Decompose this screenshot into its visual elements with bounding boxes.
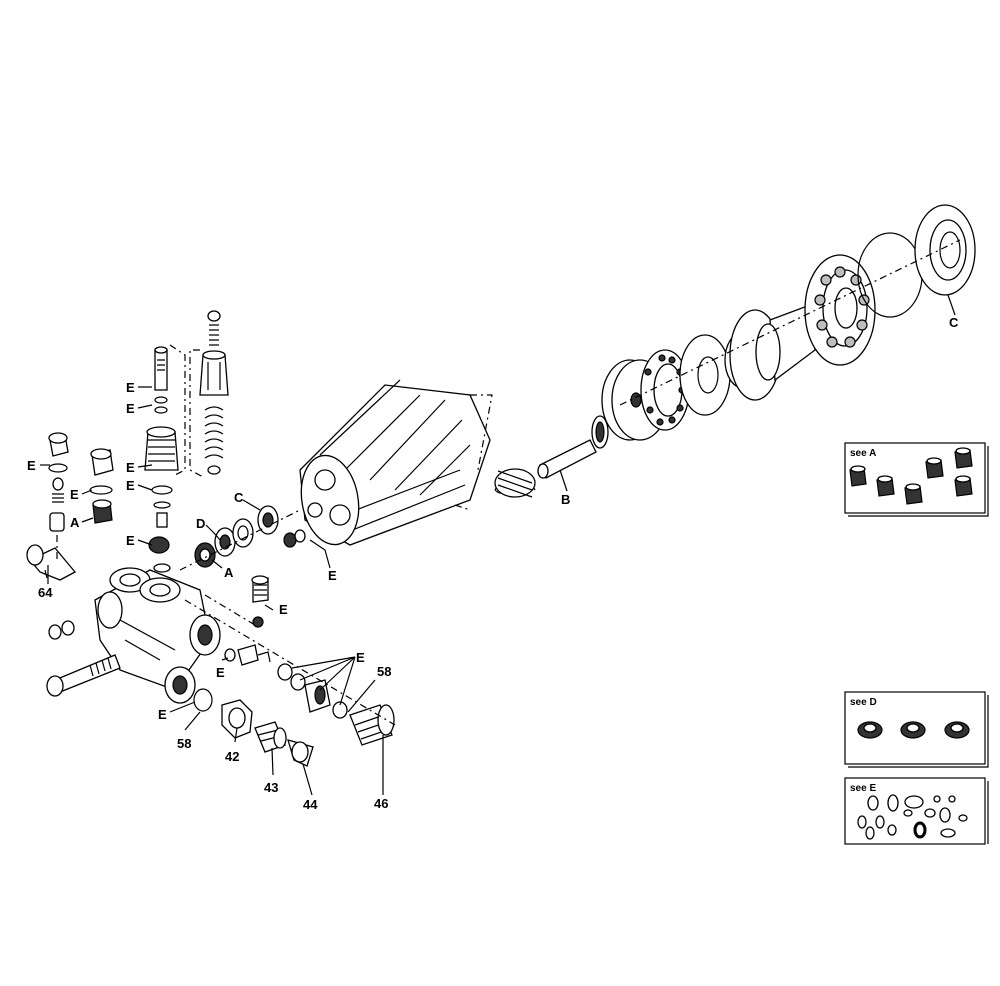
inset-e-orings [857, 794, 968, 840]
callout-e-left-plug: E [70, 487, 79, 502]
crankshaft-assembly [601, 204, 976, 441]
callout-b-plunger: B [561, 492, 570, 507]
inset-e-title: see E [850, 783, 876, 794]
inset-see-d: see D [844, 691, 989, 768]
callout-e-relief: E [279, 602, 288, 617]
callout-e-center-small: E [216, 665, 225, 680]
callout-a-center: A [224, 565, 234, 580]
callout-e-bottom-group: E [356, 650, 365, 665]
callout-e-left-oring: E [27, 458, 36, 473]
inset-d-title: see D [850, 697, 877, 708]
callout-46: 46 [374, 796, 388, 811]
callout-labels: E E E E A E E E D C A E E E E E B C 64 5… [27, 315, 959, 812]
valve-stack-left [144, 344, 186, 573]
callout-a-left-plug: A [70, 515, 80, 530]
callout-e-valve-mid-1: E [126, 460, 135, 475]
callout-43: 43 [264, 780, 278, 795]
callout-42: 42 [225, 749, 239, 764]
callout-e-valve-top-2: E [126, 401, 135, 416]
inset-a-parts [849, 447, 973, 505]
callout-e-valve-mid-3: E [126, 533, 135, 548]
valve-stack-right [189, 310, 229, 479]
callout-e-bottom-left: E [158, 707, 167, 722]
manifold-head [26, 544, 221, 704]
inset-d-seals [857, 721, 970, 739]
callout-e-valve-top-1: E [126, 380, 135, 395]
plunger-assembly [494, 415, 609, 498]
callout-64: 64 [38, 585, 53, 600]
callout-44: 44 [303, 797, 318, 812]
callout-e-plunger: E [328, 568, 337, 583]
callout-d-seal: D [196, 516, 205, 531]
inset-see-a: see A [844, 442, 989, 517]
lower-fittings [184, 575, 396, 767]
callout-e-valve-mid-2: E [126, 478, 135, 493]
left-plug-stack [48, 432, 114, 560]
callout-58-right: 58 [377, 664, 391, 679]
inset-a-title: see A [850, 448, 876, 459]
callout-c-seal: C [234, 490, 244, 505]
pump-housing [299, 379, 493, 546]
seal-row [179, 505, 306, 571]
leader-lines [40, 294, 956, 796]
inset-see-e: see E [844, 777, 989, 845]
callout-c-bearing: C [949, 315, 959, 330]
callout-58-left: 58 [177, 736, 191, 751]
